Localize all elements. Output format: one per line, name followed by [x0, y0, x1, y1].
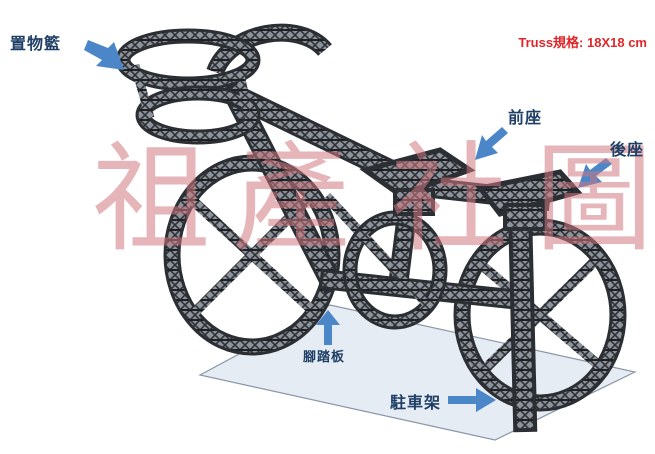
arrow-stand	[448, 388, 496, 412]
label-basket: 置物籃	[10, 34, 62, 53]
label-front-seat: 前座	[508, 108, 543, 127]
pedal-gear	[342, 210, 448, 330]
arrow-basket	[84, 40, 124, 70]
basket	[115, 28, 261, 145]
truss-spec: Truss規格: 18X18 cm	[518, 35, 647, 50]
watermark-char: 祖	[92, 130, 211, 268]
label-pedal: 腳踏板	[303, 350, 346, 365]
arrow-rear-seat	[578, 158, 612, 188]
label-rear-seat: 後座	[610, 140, 645, 159]
front-seat	[359, 147, 476, 216]
arrows	[84, 40, 612, 412]
front-wheel	[163, 154, 341, 356]
watermark-char: 圖	[535, 130, 654, 268]
arrow-front-seat	[475, 127, 508, 160]
watermark-char: 產	[232, 130, 351, 268]
ground-plate	[198, 304, 637, 441]
label-stand: 駐車架	[390, 393, 442, 412]
rear-seat	[475, 169, 583, 231]
handlebar	[206, 23, 332, 76]
arrow-pedal	[316, 310, 340, 345]
watermark-char: 社	[390, 130, 509, 268]
